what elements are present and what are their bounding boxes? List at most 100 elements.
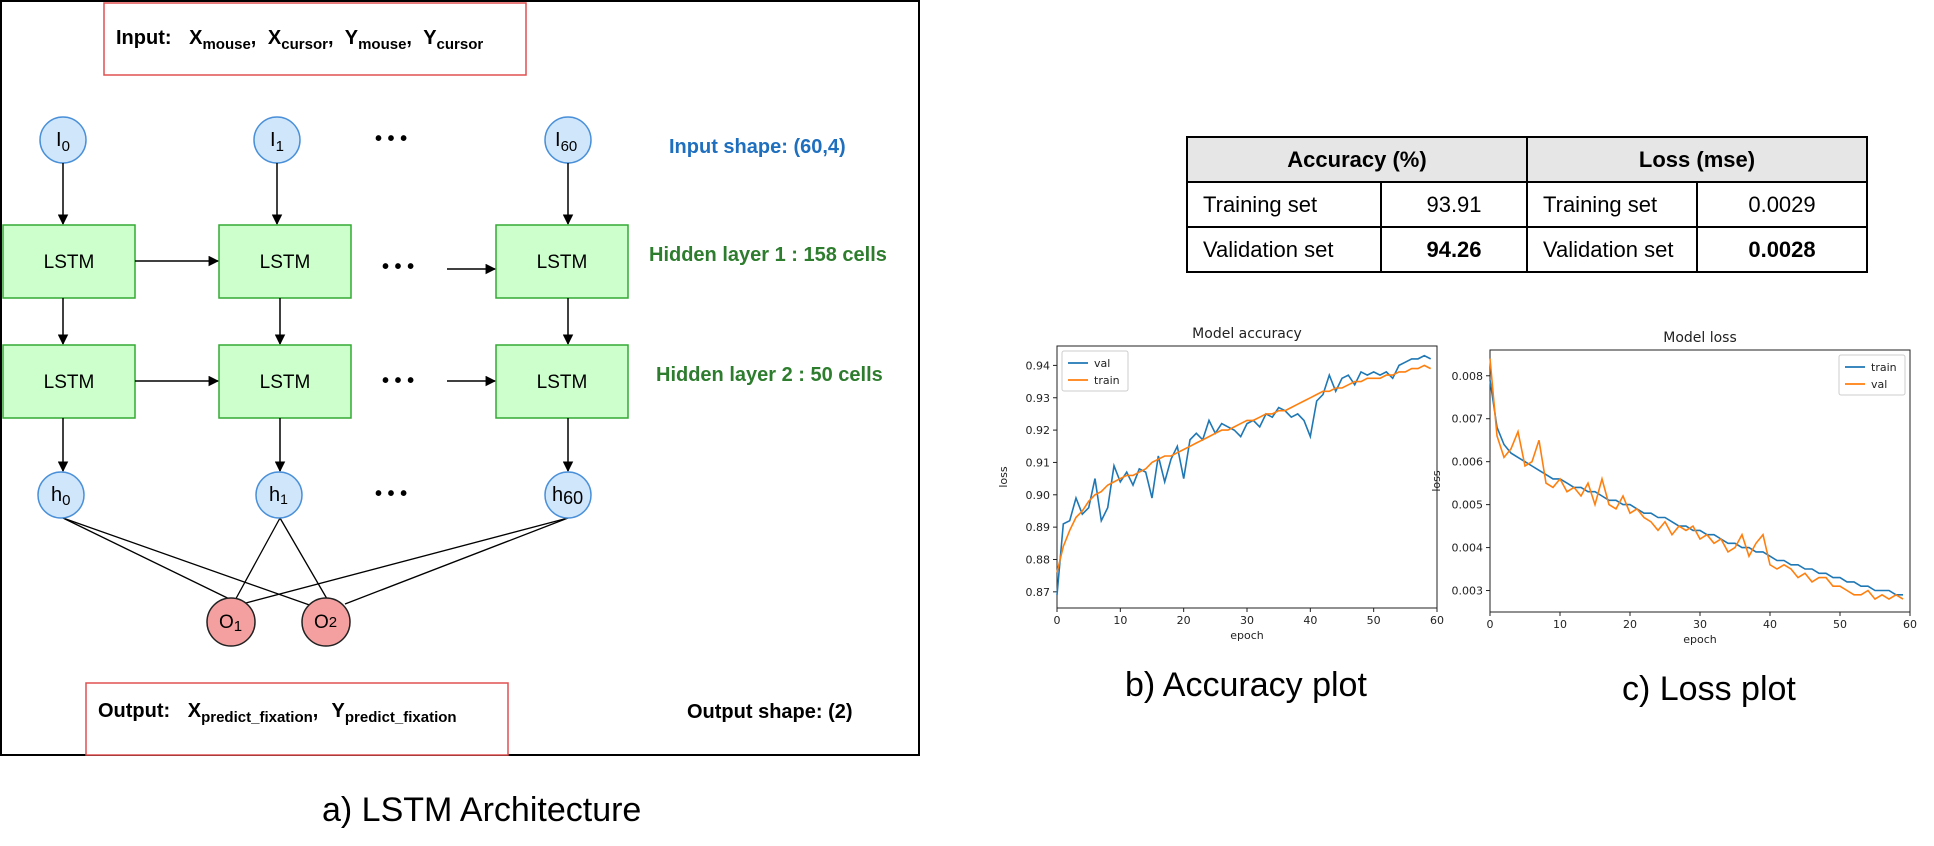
x-tick-label: 40 bbox=[1763, 618, 1777, 631]
y-tick-label: 0.006 bbox=[1452, 456, 1484, 469]
output-node-1-label: O bbox=[219, 612, 234, 633]
x-tick-label: 10 bbox=[1113, 614, 1127, 627]
input-var-1-sep: , bbox=[251, 27, 257, 49]
output-var-2-sub: predict_fixation bbox=[345, 709, 457, 726]
table-row-1-loss-label: Training set bbox=[1543, 192, 1657, 217]
output-node-2: O2 bbox=[301, 597, 351, 647]
svg-text:I0: I0 bbox=[56, 129, 70, 155]
lstm-cell-1-60-label: LSTM bbox=[537, 252, 588, 273]
input-node-60: I60 bbox=[544, 116, 592, 164]
input-text: Input: Xmouse, Xcursor, Ymouse, Ycursor bbox=[116, 27, 483, 53]
y-tick-label: 0.89 bbox=[1026, 521, 1051, 534]
y-axis-label: loss bbox=[997, 466, 1010, 488]
output-var-1-sub: predict_fixation bbox=[201, 709, 313, 726]
svg-text:I1: I1 bbox=[270, 129, 284, 155]
input-var-3-sub: mouse bbox=[358, 36, 406, 53]
table-row-1-acc-value: 93.91 bbox=[1426, 192, 1481, 217]
y-tick-label: 0.004 bbox=[1452, 542, 1484, 555]
input-shape-label: Input shape: (60,4) bbox=[669, 136, 846, 158]
input-node-1-sub: 1 bbox=[276, 138, 284, 155]
output-text: Output: Xpredict_fixation, Ypredict_fixa… bbox=[98, 700, 457, 726]
svg-text:h60: h60 bbox=[552, 484, 583, 508]
legend-label-train: train bbox=[1094, 374, 1120, 387]
output-shape-label: Output shape: (2) bbox=[687, 701, 853, 723]
ellipsis-layer1: • • • bbox=[382, 256, 414, 278]
caption-b: b) Accuracy plot bbox=[1125, 666, 1367, 704]
output-var-1-sep: , bbox=[313, 700, 319, 722]
legend-label-val: val bbox=[1094, 357, 1110, 370]
output-node-1-sub: 1 bbox=[234, 618, 242, 635]
x-axis-label: epoch bbox=[1683, 633, 1717, 646]
table-row-1-acc-label: Training set bbox=[1203, 192, 1317, 217]
x-tick-label: 40 bbox=[1303, 614, 1317, 627]
lstm-cell-1-60 bbox=[495, 224, 629, 299]
input-var-2-sep: , bbox=[328, 27, 334, 49]
output-node-2-sub: 2 bbox=[329, 614, 337, 631]
legend-label-val: val bbox=[1871, 378, 1887, 391]
x-tick-label: 60 bbox=[1903, 618, 1917, 631]
table-row-2-acc-label: Validation set bbox=[1203, 237, 1333, 262]
y-axis-label: loss bbox=[1430, 470, 1443, 492]
y-tick-label: 0.87 bbox=[1026, 586, 1051, 599]
input-var-1-sub: mouse bbox=[202, 36, 250, 53]
architecture-frame bbox=[0, 0, 920, 756]
input-var-4: Y bbox=[423, 27, 437, 49]
caption-c: c) Loss plot bbox=[1622, 670, 1796, 708]
input-node-0-label: I bbox=[56, 129, 62, 151]
output-box bbox=[85, 682, 509, 756]
x-tick-label: 30 bbox=[1240, 614, 1254, 627]
y-tick-label: 0.92 bbox=[1026, 424, 1051, 437]
svg-text:I60: I60 bbox=[555, 129, 577, 155]
lstm-architecture-panel: Input: Xmouse, Xcursor, Ymouse, Ycursor … bbox=[0, 0, 920, 756]
svg-text:h1: h1 bbox=[269, 484, 288, 507]
y-tick-label: 0.90 bbox=[1026, 489, 1051, 502]
x-tick-label: 10 bbox=[1553, 618, 1567, 631]
caption-a: a) LSTM Architecture bbox=[322, 791, 641, 829]
svg-text:O1: O1 bbox=[219, 612, 242, 635]
legend-label-train: train bbox=[1871, 361, 1897, 374]
lstm-cell-2-0-label: LSTM bbox=[44, 372, 95, 393]
series-line-train bbox=[1489, 379, 1903, 596]
y-tick-label: 0.93 bbox=[1026, 392, 1051, 405]
lstm-cell-1-0 bbox=[2, 224, 136, 299]
table-row-2-loss-value: 0.0028 bbox=[1748, 237, 1815, 262]
legend-box bbox=[1838, 354, 1906, 396]
table-row-2-acc-value: 94.26 bbox=[1426, 237, 1481, 262]
legend-box bbox=[1061, 350, 1129, 392]
output-var-1: X bbox=[188, 700, 202, 722]
hidden-node-1-sub: 1 bbox=[280, 491, 288, 507]
lstm-cell-2-1 bbox=[218, 344, 352, 419]
hidden-node-60: h60 bbox=[544, 471, 592, 519]
input-label: Input: bbox=[116, 27, 172, 49]
y-tick-label: 0.007 bbox=[1452, 413, 1484, 426]
x-tick-label: 20 bbox=[1623, 618, 1637, 631]
hidden-node-0-label: h bbox=[51, 484, 62, 506]
lstm-cell-1-1 bbox=[218, 224, 352, 299]
hidden-layer-1-label: Hidden layer 1 : 158 cells bbox=[649, 244, 887, 266]
y-tick-label: 0.005 bbox=[1452, 499, 1484, 512]
table-header-loss: Loss (mse) bbox=[1639, 147, 1755, 172]
ellipsis-input: • • • bbox=[375, 128, 407, 150]
y-tick-label: 0.91 bbox=[1026, 456, 1051, 469]
x-tick-label: 0 bbox=[1487, 618, 1494, 631]
input-var-4-sub: cursor bbox=[437, 36, 484, 53]
output-node-1: O1 bbox=[206, 597, 256, 647]
results-table: Accuracy (%) Loss (mse) Training set 93.… bbox=[1186, 136, 1868, 273]
input-node-0: I0 bbox=[39, 116, 87, 164]
input-var-3-sep: , bbox=[406, 27, 412, 49]
input-box bbox=[103, 2, 527, 76]
hidden-node-0-sub: 0 bbox=[62, 492, 70, 509]
table-header-accuracy: Accuracy (%) bbox=[1287, 147, 1426, 172]
y-tick-label: 0.003 bbox=[1452, 585, 1484, 598]
hidden-node-0: h0 bbox=[37, 471, 85, 519]
svg-text:O2: O2 bbox=[314, 612, 337, 633]
input-var-1: X bbox=[189, 27, 203, 49]
y-tick-label: 0.88 bbox=[1026, 553, 1051, 566]
input-node-60-sub: 60 bbox=[561, 138, 578, 155]
lstm-cell-1-0-label: LSTM bbox=[44, 252, 95, 273]
hidden-node-60-label: h bbox=[552, 484, 563, 506]
output-node-2-label: O bbox=[314, 612, 329, 633]
hidden-node-1-label: h bbox=[269, 484, 280, 506]
table-row-1-loss-value: 0.0029 bbox=[1748, 192, 1815, 217]
chart-title: Model loss bbox=[1663, 330, 1737, 346]
